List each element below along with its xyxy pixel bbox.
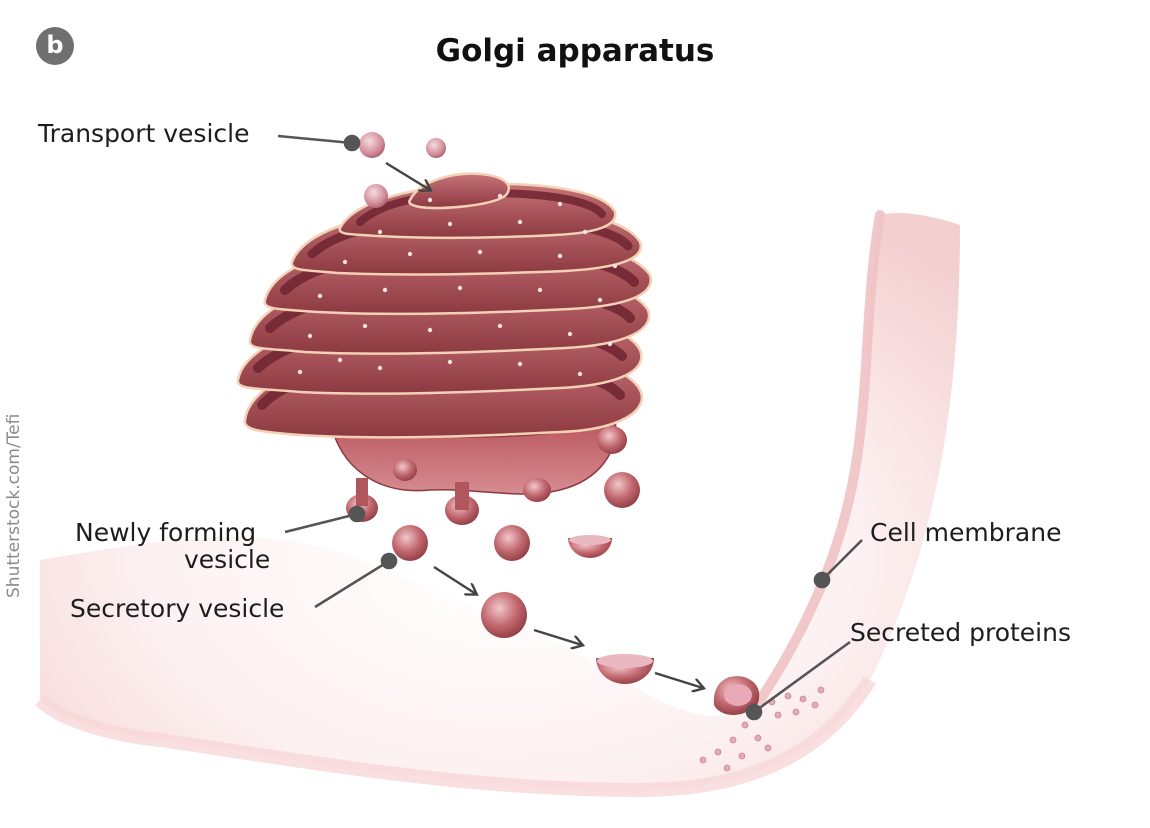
pointer-dot-secretory-vesicle — [380, 552, 398, 570]
secreted-protein-particles — [699, 686, 825, 772]
panel-badge: b — [36, 27, 74, 65]
arrow-vesicle-step-2 — [533, 628, 582, 645]
process-arrows — [385, 161, 703, 688]
cell-membrane-edge — [755, 210, 885, 705]
transport-vesicles — [359, 132, 446, 208]
cisternae — [236, 172, 653, 439]
arrow-transport-to-golgi — [385, 161, 430, 190]
golgi-stack — [236, 172, 653, 525]
arrow-vesicle-step-3 — [654, 671, 703, 688]
transport-vesicle — [364, 184, 388, 208]
secretory-vesicle — [494, 525, 530, 561]
transport-vesicle — [359, 132, 385, 158]
secretory-vesicles — [392, 472, 760, 715]
pointer-dot-cell-membrane — [813, 571, 831, 589]
label-transport-vesicle: Transport vesicle — [38, 119, 250, 148]
label-cell-membrane: Cell membrane — [870, 518, 1062, 547]
cell-membrane-lower-edge — [35, 676, 876, 798]
pointer-dot-transport-vesicle — [343, 134, 361, 152]
label-newly-forming-line1: Newly forming — [75, 518, 257, 547]
cell-membrane — [40, 213, 960, 791]
label-secreted-proteins: Secreted proteins — [850, 618, 1071, 647]
secretory-vesicle — [481, 592, 527, 638]
image-credit: Shutterstock.com/Tefi — [4, 413, 24, 598]
lumen-particles — [297, 193, 618, 377]
transport-vesicle — [426, 138, 446, 158]
leader-lines — [277, 134, 863, 721]
pointer-dot-newly-forming — [348, 505, 366, 523]
secretory-vesicle — [604, 472, 640, 508]
label-newly-forming-line2: vesicle — [184, 545, 271, 574]
secretory-vesicle — [392, 525, 428, 561]
pointer-dot-secreted-proteins — [745, 703, 763, 721]
arrow-vesicle-step-1 — [433, 565, 476, 594]
label-secretory-vesicle: Secretory vesicle — [70, 594, 285, 623]
diagram-title: Golgi apparatus — [435, 33, 715, 69]
